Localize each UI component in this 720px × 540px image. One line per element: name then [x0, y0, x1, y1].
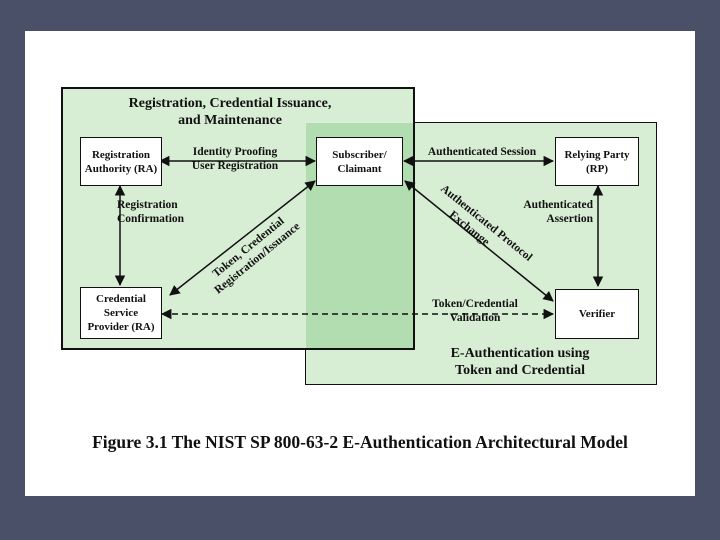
subscriber-claimant-box: Subscriber/ Claimant: [316, 137, 403, 186]
verifier-box: Verifier: [555, 289, 639, 339]
credential-service-provider-box: Credential Service Provider (RA): [80, 287, 162, 339]
arrow-csp-subscriber: [169, 180, 316, 296]
slide: Registration, Credential Issuance, and M…: [25, 31, 695, 496]
registration-confirmation-label: Registration Confirmation: [117, 199, 185, 225]
registration-authority-box: Registration Authority (RA): [80, 137, 162, 186]
relying-party-box: Relying Party (RP): [555, 137, 639, 186]
connector-lines: Token, Credential Registration/Issuance …: [114, 155, 604, 320]
identity-proofing-label: Identity Proofing User Registration: [191, 146, 279, 172]
token-validation-label: Token/Credential Validation: [432, 298, 518, 324]
arrow-subscriber-verifier: [404, 180, 554, 302]
registration-region-title: Registration, Credential Issuance, and M…: [128, 96, 332, 128]
authentication-region-title: E-Authentication using Token and Credent…: [450, 346, 590, 378]
figure-caption: Figure 3.1 The NIST SP 800-63-2 E-Authen…: [92, 432, 628, 452]
authenticated-assertion-label: Authenticated Assertion: [523, 199, 593, 225]
authenticated-session-label: Authenticated Session: [427, 146, 537, 158]
